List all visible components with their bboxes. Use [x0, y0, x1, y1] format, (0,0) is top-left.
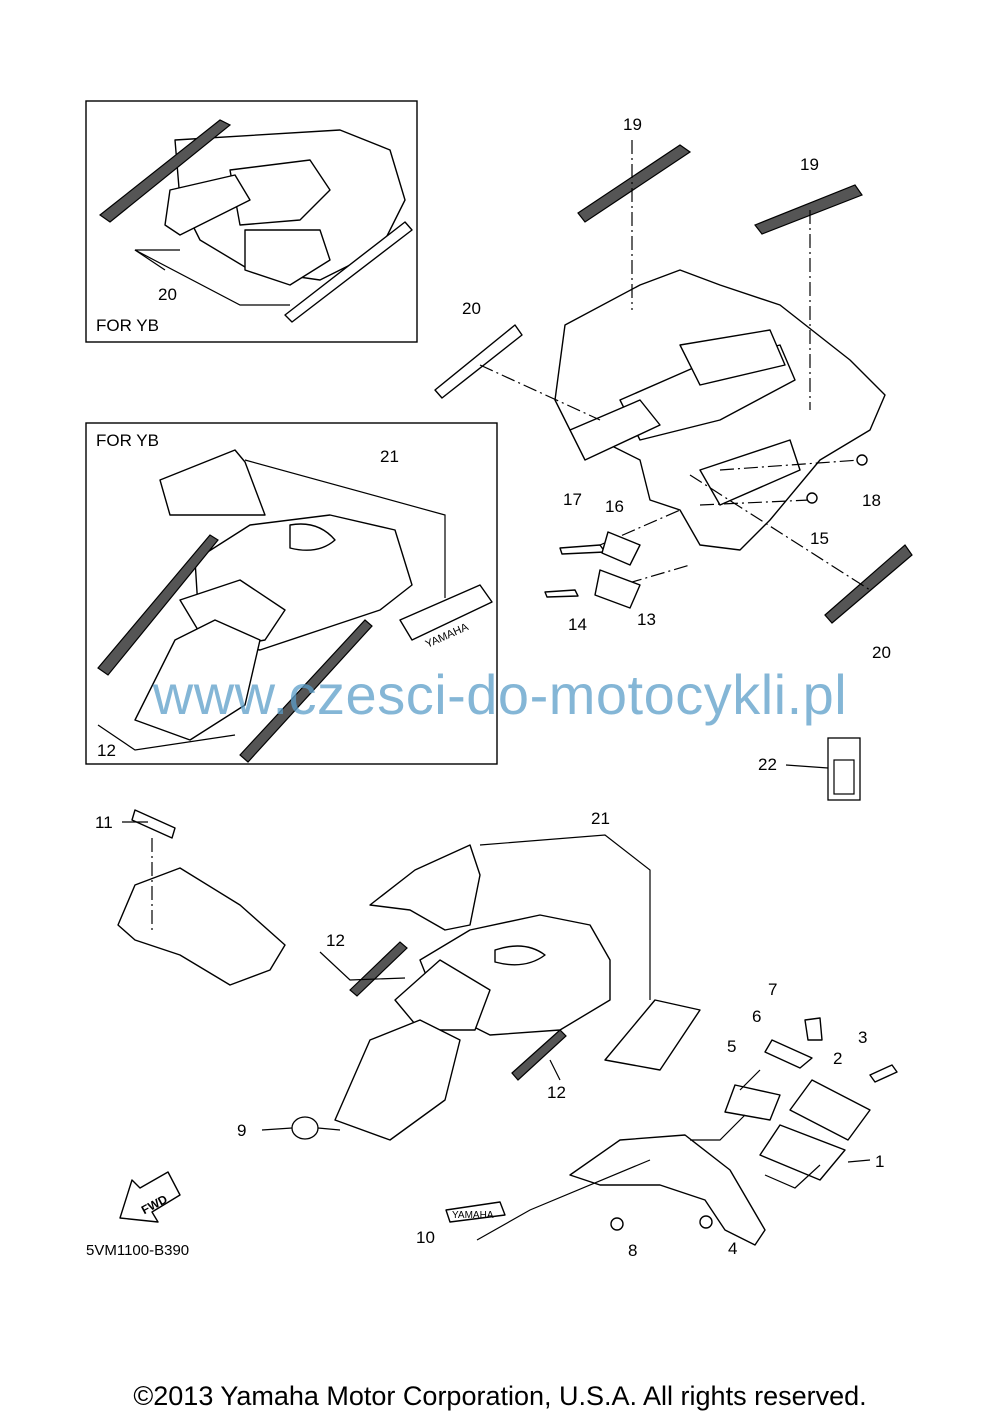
svg-text:12: 12 — [326, 931, 345, 950]
svg-text:10: 10 — [416, 1228, 435, 1247]
svg-text:14: 14 — [568, 615, 587, 634]
svg-text:16: 16 — [605, 497, 624, 516]
svg-text:9: 9 — [237, 1121, 246, 1140]
svg-text:15: 15 — [810, 529, 829, 548]
watermark: www.czesci-do-motocykli.pl — [152, 663, 848, 726]
headlight-cover-11: 11 — [95, 809, 286, 986]
copyright: ©2013 Yamaha Motor Corporation, U.S.A. A… — [133, 1381, 867, 1411]
svg-text:4: 4 — [728, 1239, 737, 1258]
svg-text:12: 12 — [97, 741, 116, 760]
part-code: 5VM1100-B390 — [86, 1242, 190, 1259]
front-fender-assembly: 21 12 12 9 — [237, 809, 701, 1141]
box2-label: FOR YB — [96, 431, 159, 450]
svg-text:5: 5 — [727, 1037, 736, 1056]
inset-box-front-yb: YAMAHA 21 12 FOR YB — [85, 422, 498, 765]
svg-text:21: 21 — [380, 447, 399, 466]
svg-text:20: 20 — [158, 285, 177, 304]
svg-text:1: 1 — [875, 1152, 884, 1171]
svg-text:6: 6 — [752, 1007, 761, 1026]
rear-mudguard-plate: YAMAHA 1 2 3 4 5 6 7 8 10 — [416, 980, 898, 1260]
svg-text:12: 12 — [547, 1083, 566, 1102]
fwd-arrow: FWD — [119, 1171, 181, 1223]
svg-text:21: 21 — [591, 809, 610, 828]
svg-text:20: 20 — [462, 299, 481, 318]
svg-text:8: 8 — [628, 1241, 637, 1260]
svg-text:7: 7 — [768, 980, 777, 999]
svg-text:18: 18 — [862, 491, 881, 510]
svg-text:19: 19 — [800, 155, 819, 174]
svg-text:2: 2 — [833, 1049, 842, 1068]
rear-fender-assembly: 19 19 20 20 18 15 16 17 13 14 — [434, 115, 913, 662]
decal-yamaha-10: YAMAHA — [452, 1210, 494, 1221]
svg-text:17: 17 — [563, 490, 582, 509]
svg-text:3: 3 — [858, 1028, 867, 1047]
svg-text:19: 19 — [623, 115, 642, 134]
svg-text:11: 11 — [95, 813, 113, 832]
box1-label: FOR YB — [96, 316, 159, 335]
svg-text:20: 20 — [872, 643, 891, 662]
inset-box-rear-yb: 20 FOR YB — [85, 100, 418, 343]
svg-text:13: 13 — [637, 610, 656, 629]
part-22-tag: 22 — [758, 737, 861, 801]
svg-text:22: 22 — [758, 755, 777, 774]
